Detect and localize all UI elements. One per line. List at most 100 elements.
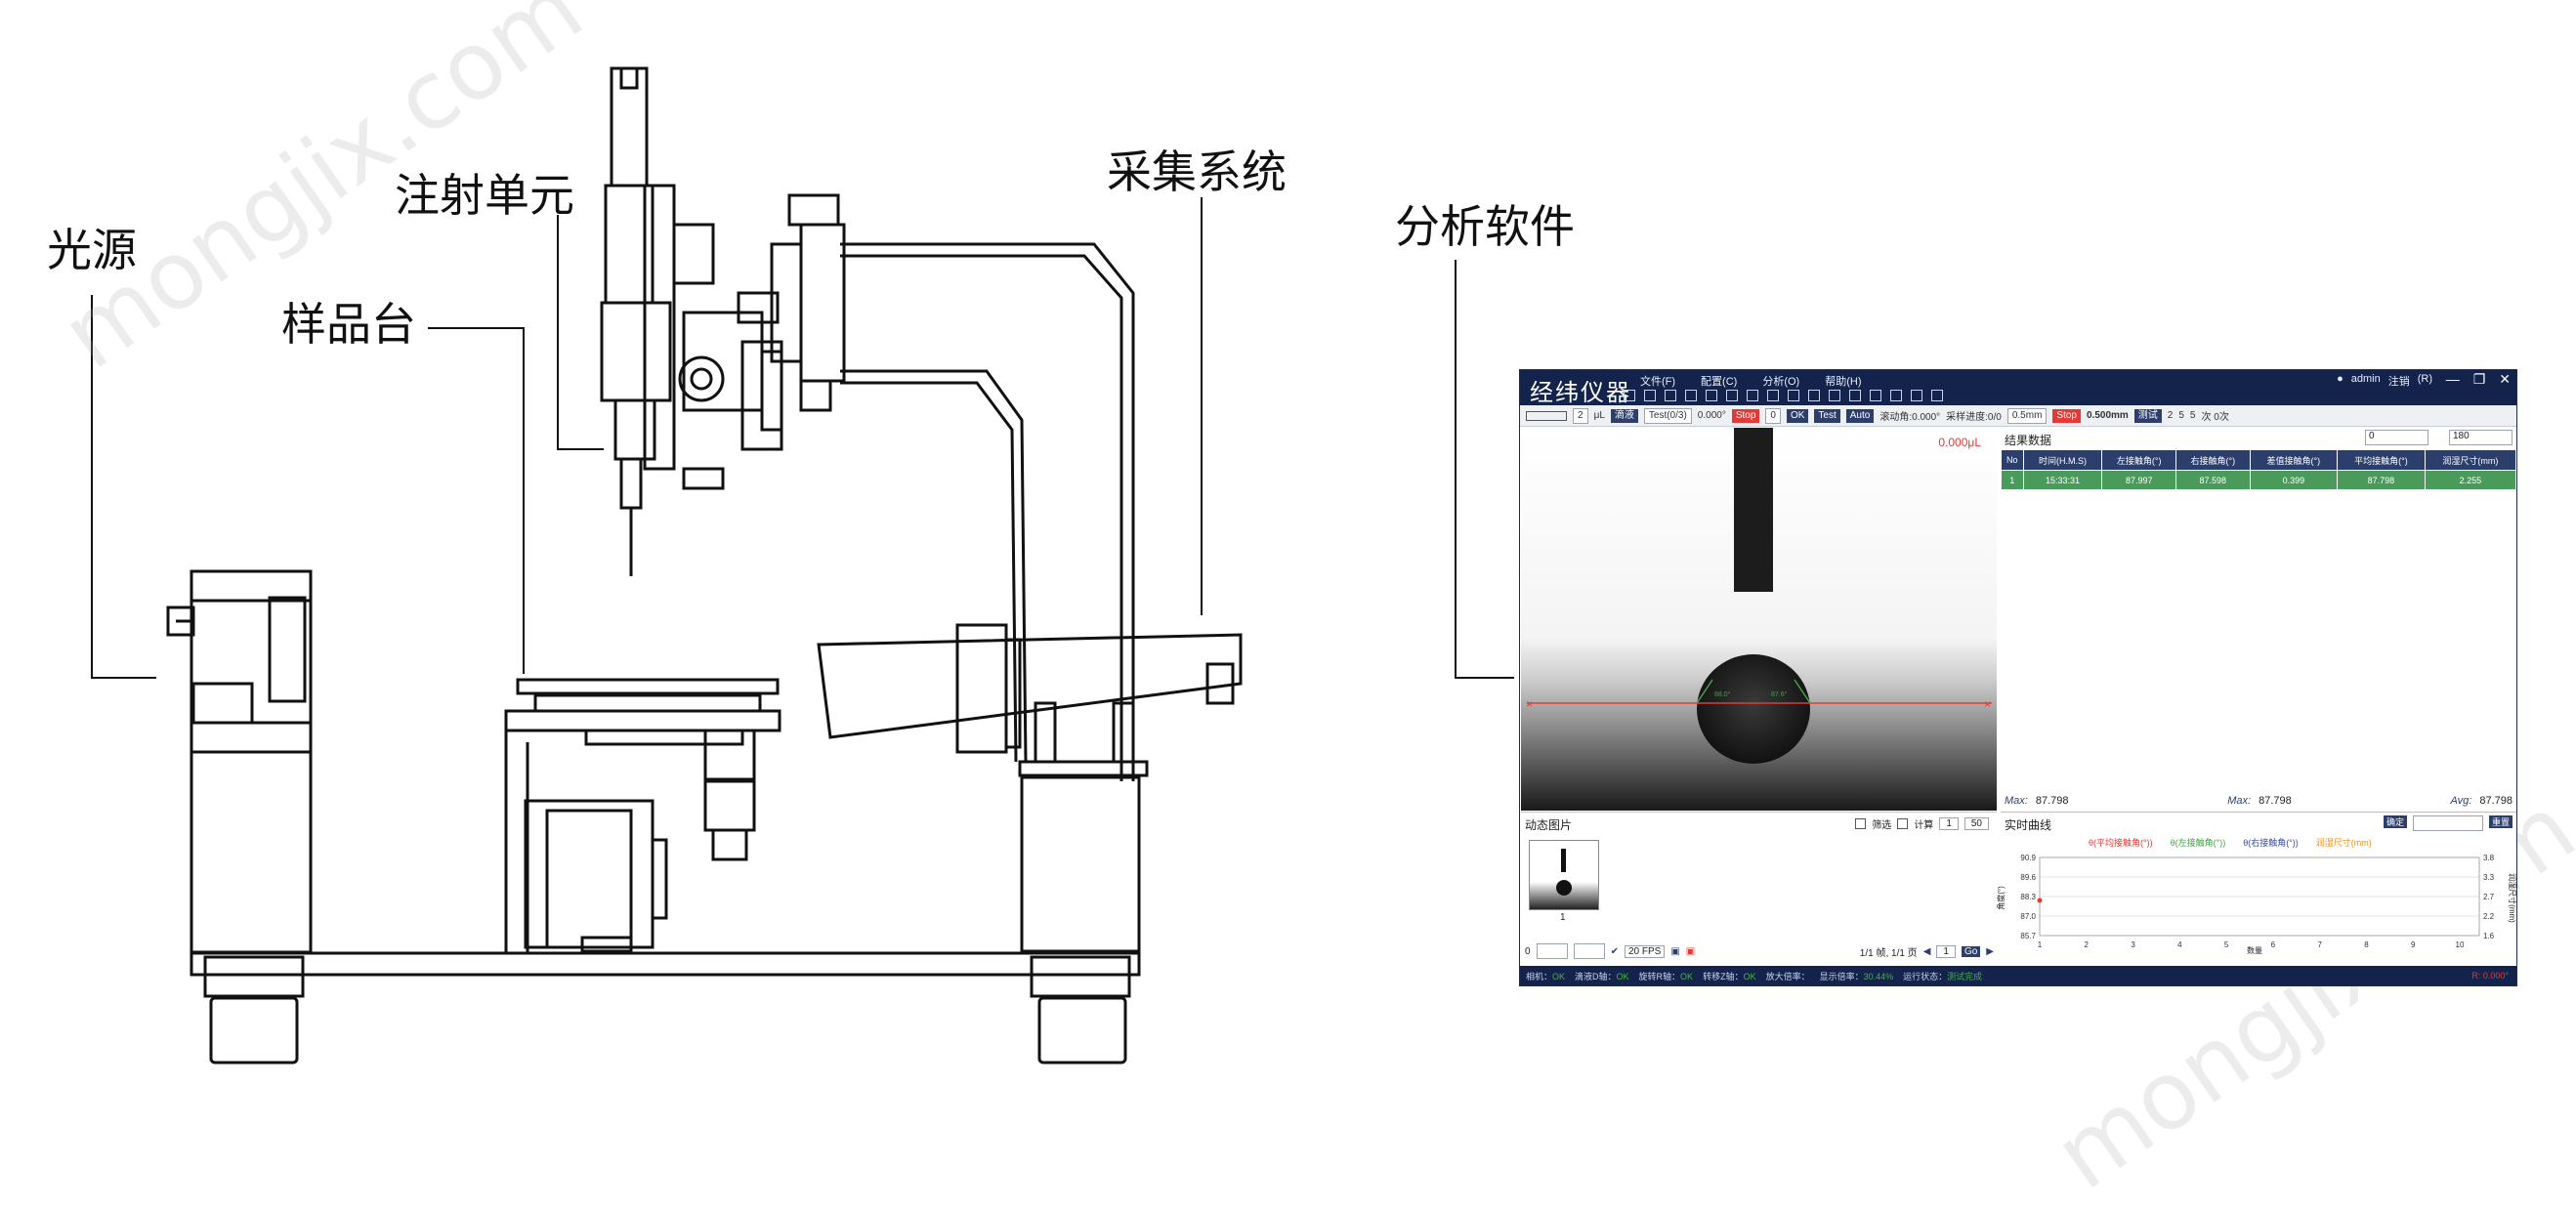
camera-icon[interactable] bbox=[1665, 390, 1676, 401]
legend-wet[interactable]: 润湿尺寸(mm) bbox=[2315, 838, 2372, 848]
thumbnail[interactable] bbox=[1529, 840, 1599, 910]
curve-title: 实时曲线 bbox=[2005, 818, 2052, 832]
status-label: 旋转R轴： bbox=[1638, 971, 1681, 981]
col-right-angle[interactable]: 右接触角(°) bbox=[2175, 449, 2251, 471]
legend-avg[interactable]: θ(平均接触角(°)) bbox=[2089, 838, 2153, 848]
print-icon[interactable] bbox=[1931, 390, 1943, 401]
mode-select[interactable]: 滴液 bbox=[1610, 408, 1638, 423]
instrument-arm bbox=[737, 193, 1135, 781]
count-input[interactable]: 0 bbox=[1765, 407, 1781, 424]
word-icon[interactable] bbox=[1890, 390, 1902, 401]
range-c[interactable]: 5 bbox=[2189, 410, 2196, 421]
goto-input[interactable]: 1 bbox=[1936, 944, 1956, 958]
col-no[interactable]: No bbox=[2001, 449, 2024, 471]
play-icon[interactable] bbox=[1685, 390, 1697, 401]
page-to-input[interactable]: 50 bbox=[1964, 817, 1989, 830]
status-label: 显示倍率： bbox=[1819, 971, 1864, 981]
chart-icon[interactable] bbox=[1911, 390, 1922, 401]
table-row[interactable]: 1 15:33:31 87.997 87.598 0.399 87.798 2.… bbox=[2001, 470, 2516, 490]
save-icon[interactable] bbox=[1706, 390, 1717, 401]
restore-button[interactable]: ❐ bbox=[2472, 371, 2486, 387]
settings-icon[interactable] bbox=[1747, 390, 1758, 401]
col-diff-angle[interactable]: 差值接触角(°) bbox=[2249, 449, 2339, 471]
cell: 15:33:31 bbox=[2022, 470, 2103, 490]
report-icon[interactable] bbox=[1870, 390, 1881, 401]
filter-label: 筛选 bbox=[1872, 820, 1892, 831]
light-source-unit bbox=[166, 569, 313, 1065]
col-avg-angle[interactable]: 平均接触角(°) bbox=[2337, 449, 2426, 471]
x-tick: 4 bbox=[2177, 940, 2182, 949]
control-bar: 2 μL 滴液 Test(0/3) 0.000° Stop 0 OK Test … bbox=[1520, 405, 2516, 427]
baseline-marker-right[interactable]: × bbox=[1984, 697, 1991, 711]
start-value: 0 bbox=[1525, 945, 1531, 957]
roll-angle-readout: 滚动角:0.000° bbox=[1879, 412, 1941, 423]
grid-icon[interactable] bbox=[1788, 390, 1799, 401]
y-left-tick: 88.3 bbox=[2020, 893, 2036, 901]
y-right-tick: 3.8 bbox=[2483, 854, 2495, 862]
export-video-icon[interactable]: ▣ bbox=[1670, 945, 1680, 957]
acquisition-camera bbox=[817, 623, 1243, 1065]
legend-right[interactable]: θ(右接触角(°)) bbox=[2243, 838, 2299, 848]
fit-icon[interactable] bbox=[1808, 390, 1820, 401]
zoom-icon[interactable] bbox=[1767, 390, 1779, 401]
status-value: OK bbox=[1743, 971, 1756, 981]
delete-icon[interactable]: ▣ bbox=[1685, 945, 1696, 957]
range-a[interactable]: 2 bbox=[2167, 410, 2174, 421]
user-icon: ● bbox=[2337, 373, 2344, 385]
filter-checkbox[interactable] bbox=[1855, 818, 1867, 829]
x-tick: 6 bbox=[2271, 940, 2276, 949]
col-time[interactable]: 时间(H.M.S) bbox=[2022, 449, 2103, 471]
filter-from-input[interactable]: 0 bbox=[2365, 430, 2428, 445]
curve-reset-button[interactable]: 重置 bbox=[2488, 815, 2513, 828]
end-input[interactable] bbox=[1573, 943, 1605, 959]
filter-to-input[interactable]: 180 bbox=[2449, 430, 2513, 445]
baseline-marker-left[interactable]: × bbox=[1526, 697, 1533, 711]
test-select[interactable]: Test(0/3) bbox=[1643, 407, 1692, 424]
export-icon[interactable] bbox=[1726, 390, 1738, 401]
prev-page-icon[interactable]: ◀ bbox=[1922, 945, 1931, 957]
test2-button[interactable]: 测试 bbox=[2133, 408, 2162, 423]
angle-icon[interactable] bbox=[1849, 390, 1861, 401]
test-button[interactable]: Test bbox=[1814, 408, 1840, 423]
confirm-icon[interactable]: ✔ bbox=[1610, 945, 1619, 957]
user-box: ● admin 注销 (R) bbox=[2337, 373, 2432, 389]
menu-file[interactable]: 文件(F) bbox=[1640, 376, 1676, 388]
status-label: 滴液D轴： bbox=[1575, 971, 1617, 981]
curve-confirm-button[interactable]: 确定 bbox=[2383, 815, 2407, 828]
menu-config[interactable]: 配置(C) bbox=[1701, 376, 1738, 388]
logout-button[interactable]: 注销 bbox=[2387, 376, 2410, 388]
page-from-input[interactable]: 1 bbox=[1939, 817, 1959, 830]
close-button[interactable]: ✕ bbox=[2499, 371, 2511, 387]
volume-input[interactable]: 2 bbox=[1573, 407, 1588, 424]
menu-help[interactable]: 帮助(H) bbox=[1825, 376, 1862, 388]
camera-view[interactable]: × × 88.0° 87.6° 0.000μL bbox=[1521, 428, 1997, 811]
measure-icon[interactable] bbox=[1829, 390, 1840, 401]
stop2-button[interactable]: Stop bbox=[2052, 408, 2081, 423]
start-input[interactable] bbox=[1536, 943, 1568, 959]
volume-unit: μL bbox=[1593, 410, 1605, 421]
status-value: 测试完成 bbox=[1947, 971, 1983, 981]
y-right-tick: 2.7 bbox=[2483, 893, 2495, 901]
next-page-icon[interactable]: ▶ bbox=[1986, 945, 1994, 957]
stop-button[interactable]: Stop bbox=[1731, 408, 1760, 423]
step-select[interactable]: 0.5mm bbox=[2006, 407, 2048, 424]
avg-value: 87.798 bbox=[2479, 795, 2513, 807]
curve-filter-input[interactable] bbox=[2413, 815, 2483, 831]
image-icon[interactable] bbox=[1644, 390, 1656, 401]
range-b[interactable]: 5 bbox=[2178, 410, 2184, 421]
menu-analysis[interactable]: 分析(O) bbox=[1762, 376, 1800, 388]
col-wet-size[interactable]: 润湿尺寸(mm) bbox=[2424, 449, 2516, 471]
ok-button[interactable]: OK bbox=[1786, 408, 1809, 423]
col-left-angle[interactable]: 左接触角(°) bbox=[2101, 449, 2176, 471]
open-icon[interactable] bbox=[1624, 390, 1635, 401]
minimize-button[interactable]: — bbox=[2445, 371, 2460, 387]
fps-input[interactable]: 20 FPS bbox=[1624, 944, 1666, 958]
curve-legend: θ(平均接触角(°)) θ(左接触角(°)) θ(右接触角(°)) 润湿尺寸(m… bbox=[2089, 836, 2372, 849]
auto-button[interactable]: Auto bbox=[1845, 408, 1875, 423]
x-tick: 8 bbox=[2364, 940, 2369, 949]
calc-checkbox[interactable] bbox=[1897, 818, 1909, 829]
y-left-tick: 87.0 bbox=[2020, 912, 2036, 921]
distance-readout: 0.500mm bbox=[2086, 410, 2129, 421]
legend-left[interactable]: θ(左接触角(°)) bbox=[2170, 838, 2226, 848]
go-button[interactable]: Go bbox=[1961, 945, 1981, 957]
